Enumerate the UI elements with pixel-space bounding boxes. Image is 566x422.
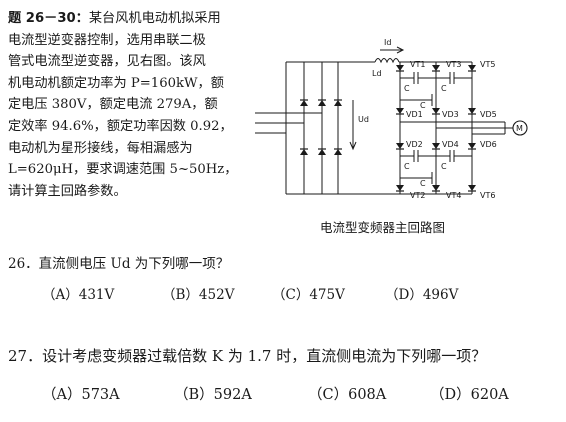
- intro-line-3: 管式电流型逆变器，见右图。该风: [8, 54, 206, 70]
- vt1-label: VT1: [410, 60, 425, 69]
- problem-intro: 题 26－30：某台风机电动机拟采用 电流型逆变器控制，选用串联二极 管式电流型…: [8, 8, 246, 202]
- vd5-label: VD5: [480, 110, 497, 119]
- vd4-label: VD4: [442, 140, 459, 149]
- vd6-label: VD6: [480, 140, 497, 149]
- intro-line-4: 机电动机额定功率为 P=160kW，额: [8, 75, 224, 91]
- vt2-label: VT2: [410, 191, 425, 200]
- c-label: C: [420, 101, 426, 110]
- intro-line-5: 定电压 380V，额定电流 279A，额: [8, 97, 218, 113]
- intro-line-1: 题 26－30：某台风机电动机拟采用: [8, 11, 221, 26]
- c-label: C: [441, 162, 447, 171]
- inverter-circuit-diagram: Id Ld Ud VT1 VT3 VT5 C C C VD1 VD3 VD5 V…: [255, 38, 528, 235]
- q27-option-c: （C）608A: [308, 387, 387, 403]
- vt3-label: VT3: [446, 60, 461, 69]
- question-27: 27．设计考虑变频器过载倍数 K 为 1.7 时，直流侧电流为下列哪一项？: [8, 347, 487, 365]
- q26-option-c: （C）475V: [272, 287, 345, 303]
- q27-option-d: （D）620A: [430, 387, 509, 403]
- intro-line-8: L=620μH，要求调速范围 5~50Hz，: [8, 162, 238, 178]
- c-label: C: [404, 162, 410, 171]
- c-label: C: [420, 179, 426, 188]
- rectifier-diodes: [299, 99, 343, 156]
- vd3-label: VD3: [442, 110, 459, 119]
- vd1-label: VD1: [406, 110, 423, 119]
- diagram-labels: Id Ld Ud VT1 VT3 VT5 C C C VD1 VD3 VD5 V…: [320, 38, 523, 235]
- q26-option-d: （D）496V: [385, 287, 459, 303]
- intro-line-6: 定效率 94.6%，额定功率因数 0.92，: [8, 118, 233, 134]
- q26-option-a: （A）431V: [42, 287, 115, 303]
- ud-label: Ud: [358, 115, 369, 124]
- vt4-label: VT4: [446, 191, 461, 200]
- question-26: 26．直流侧电压 Ud 为下列哪一项？: [8, 256, 230, 272]
- id-label: Id: [384, 38, 391, 47]
- c-label: C: [441, 84, 447, 93]
- vt6-label: VT6: [480, 191, 495, 200]
- q27-option-a: （A）573A: [42, 387, 120, 403]
- vd2-label: VD2: [406, 140, 423, 149]
- diagram-caption: 电流型变频器主回路图: [320, 220, 445, 235]
- c-label: C: [404, 84, 410, 93]
- q27-option-b: （B）592A: [174, 387, 252, 403]
- motor-label: M: [516, 124, 523, 133]
- intro-line-2: 电流型逆变器控制，选用串联二极: [8, 32, 206, 48]
- problem-range-label: 题 26－30：: [8, 11, 89, 26]
- vt5-label: VT5: [480, 60, 495, 69]
- intro-line-9: 请计算主回路参数。: [8, 183, 127, 199]
- ld-label: Ld: [372, 69, 382, 78]
- intro-line-7: 电动机为星形接线，每相漏感为: [8, 140, 193, 156]
- q26-option-b: （B）452V: [162, 287, 235, 303]
